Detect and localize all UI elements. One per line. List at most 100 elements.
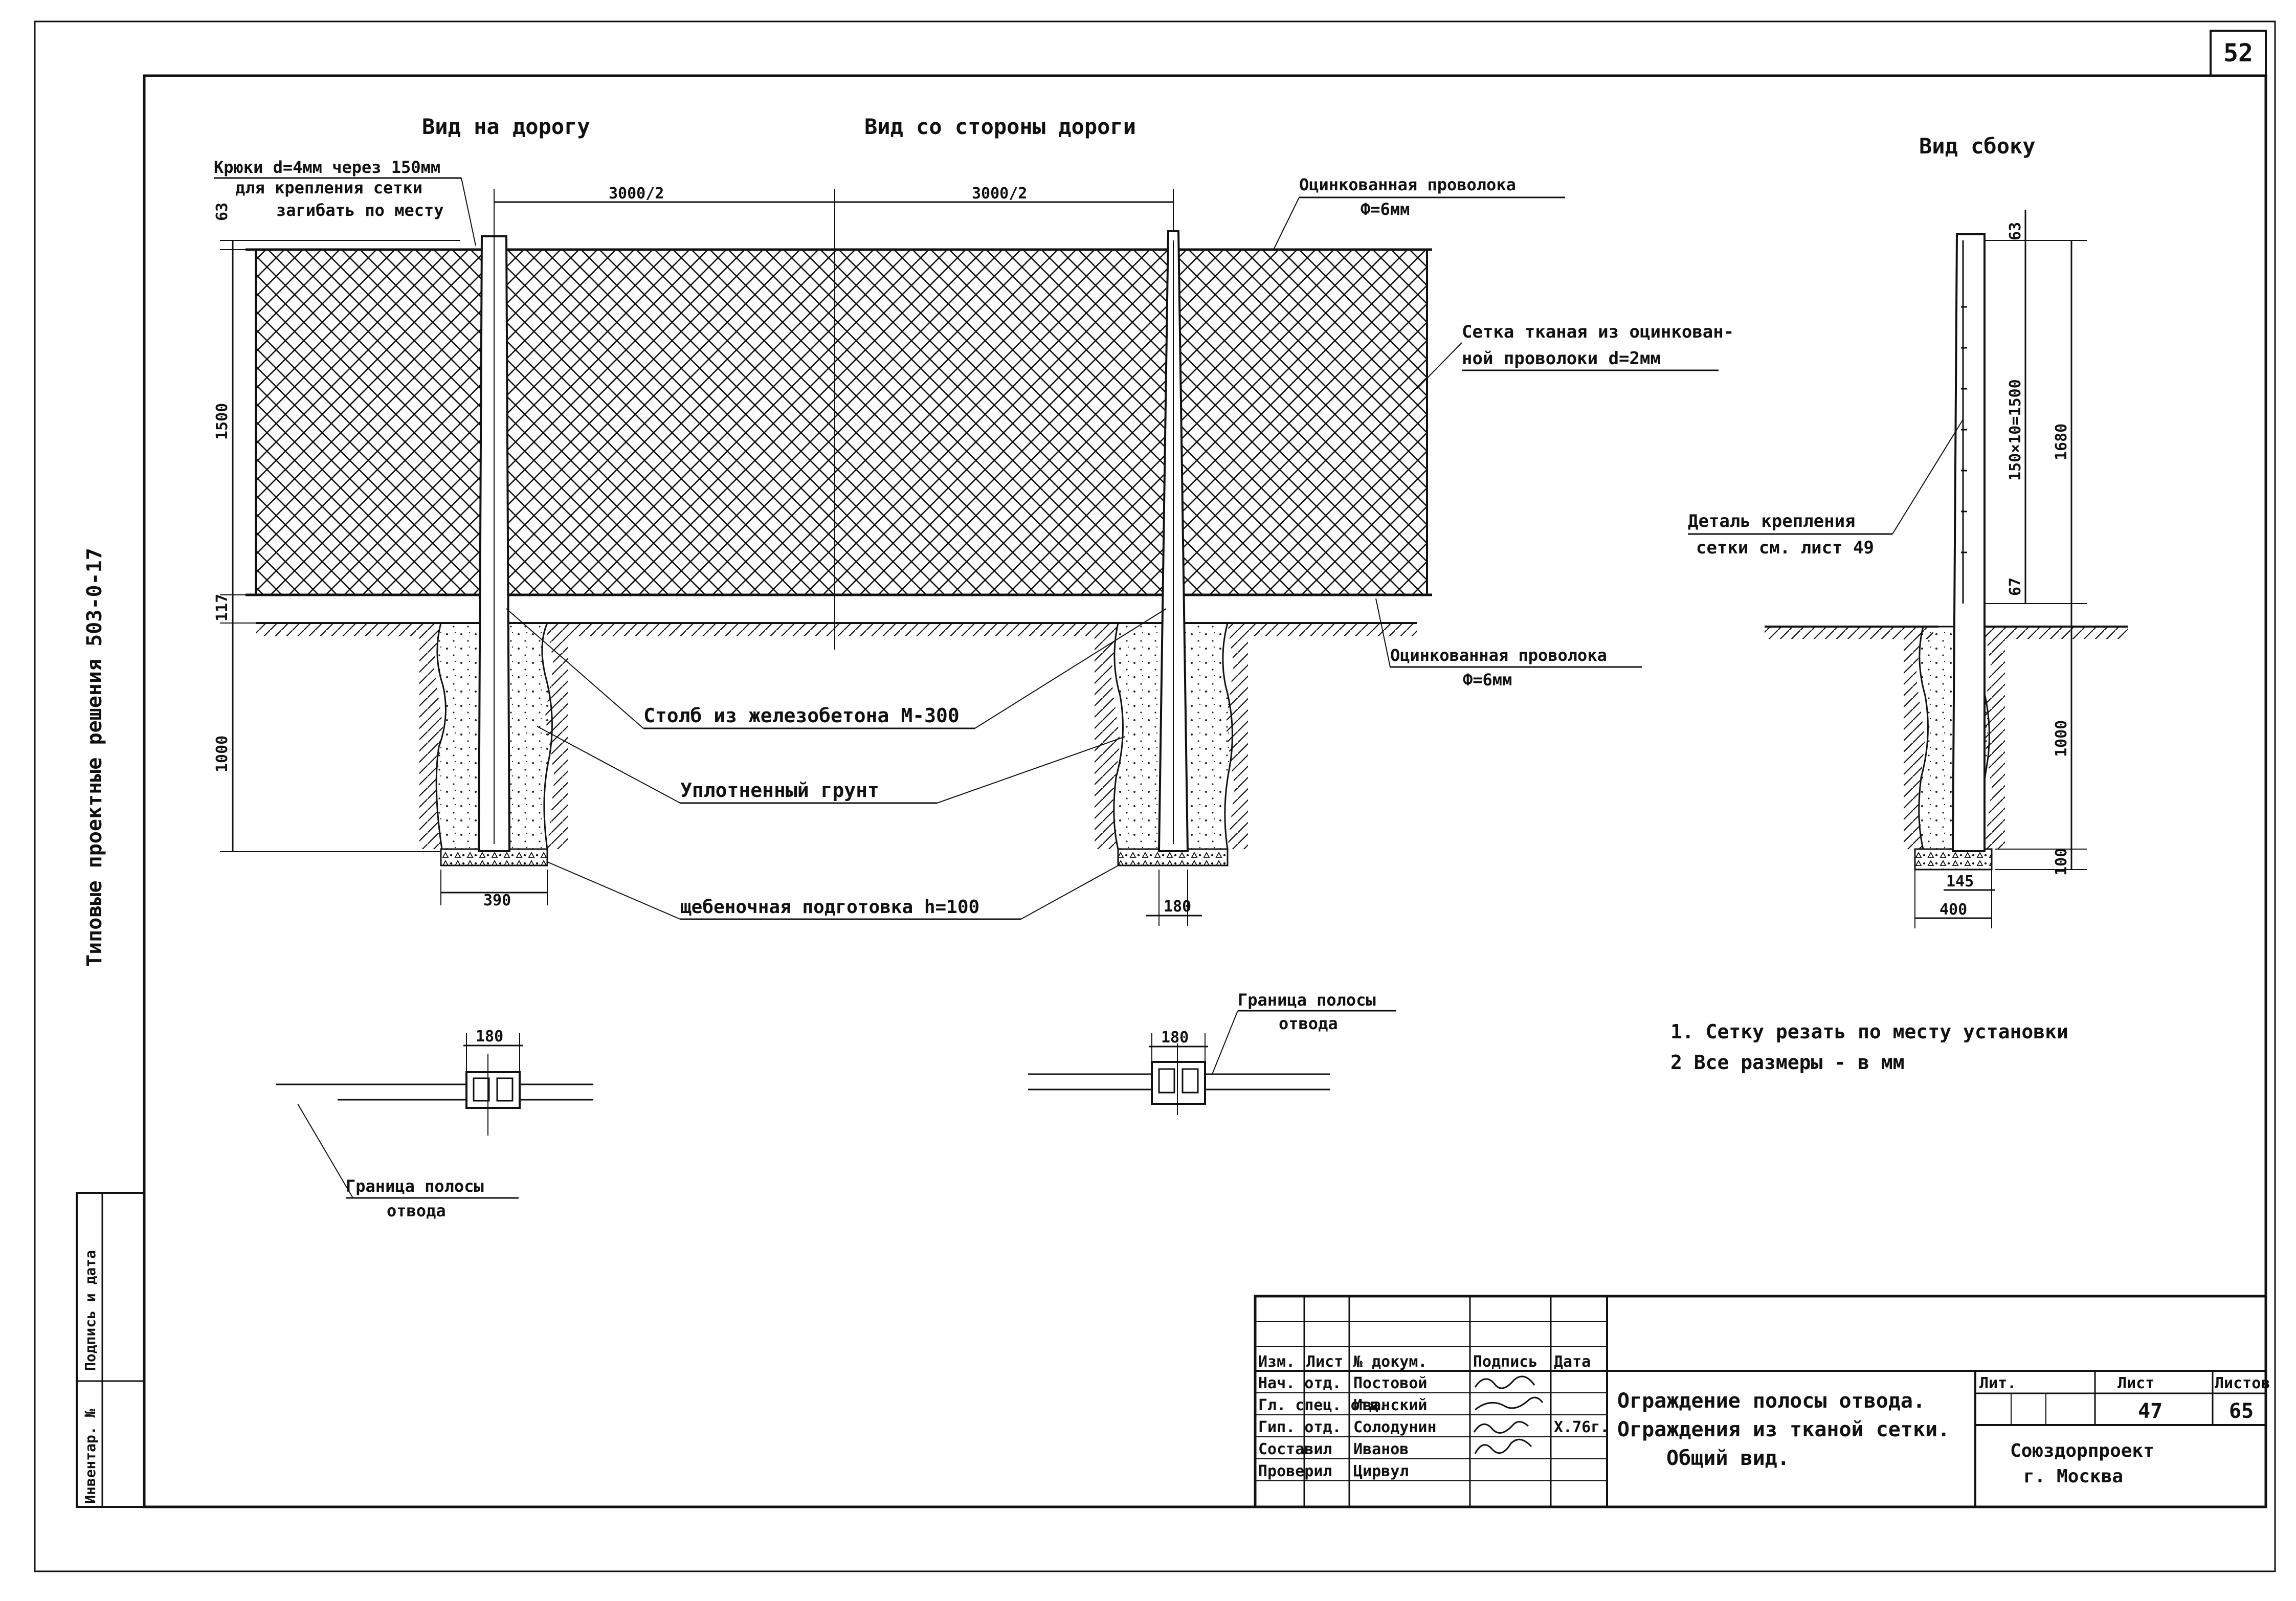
title-block-rows: Нач. отд. Постовой Гл. спец. отд. Иванск…	[1258, 1374, 1609, 1480]
side-stamp: Типовые проектные решения 503-0-17 Инвен…	[76, 548, 145, 1508]
boundary-right-callout: Граница полосы отвода	[1238, 990, 1396, 1033]
svg-text:Оцинкованная проволока: Оцинкованная проволока	[1299, 175, 1516, 194]
plan-view-left: 180	[276, 1028, 593, 1198]
svg-text:Столб из железобетона М-300: Столб из железобетона М-300	[643, 704, 960, 727]
sheets-value: 65	[2229, 1399, 2254, 1423]
dim-span-right: 3000/2	[972, 185, 1027, 203]
svg-text:Ограждение полосы отвода.: Ограждение полосы отвода.	[1617, 1389, 1925, 1413]
stamp-signature: Подпись и дата	[82, 1250, 99, 1371]
note-2: 2 Все размеры - в мм	[1670, 1051, 1905, 1074]
dim-side-bottom-gap: 67	[2007, 577, 2024, 596]
dim-side-pitch: 150×10=1500	[2007, 379, 2024, 481]
svg-text:Ф=6мм: Ф=6мм	[1463, 670, 1512, 690]
svg-text:Изм.: Изм.	[1258, 1353, 1295, 1371]
svg-text:Составил: Составил	[1258, 1440, 1332, 1458]
gravel-callout: щебеночная подготовка h=100	[547, 861, 1121, 920]
fence-side-view	[1765, 233, 2128, 871]
svg-text:Цирвул: Цирвул	[1353, 1462, 1409, 1480]
soil-callout: Уплотненный грунт	[537, 726, 1126, 804]
note-1: 1. Сетку резать по месту установки	[1670, 1020, 2068, 1043]
svg-text:отвода: отвода	[1279, 1014, 1338, 1033]
svg-text:X.76г.: X.76г.	[1554, 1418, 1609, 1436]
svg-text:Деталь крепления: Деталь крепления	[1688, 511, 1856, 531]
svg-text:Сетка тканая из оцинкован-: Сетка тканая из оцинкован-	[1462, 322, 1734, 342]
mesh-callout: Сетка тканая из оцинкован- ной проволоки…	[1416, 322, 1734, 389]
svg-text:Нач. отд.: Нач. отд.	[1258, 1374, 1342, 1392]
svg-text:Общий вид.: Общий вид.	[1666, 1447, 1790, 1470]
title-block	[1254, 1295, 2267, 1508]
detail-callout: Деталь крепления сетки см. лист 49	[1688, 419, 1964, 558]
dim-post-width: 180	[1164, 898, 1191, 916]
wire-top-callout: Оцинкованная проволока Ф=6мм	[1273, 175, 1565, 250]
dim-side-top: 63	[2007, 222, 2024, 240]
svg-text:отвода: отвода	[387, 1201, 446, 1220]
drawing-title: Ограждение полосы отвода. Ограждения из …	[1617, 1389, 1950, 1470]
hooks-callout: Крюки d=4мм через 150мм для крепления се…	[214, 158, 476, 246]
from-road-title: Вид со стороны дороги	[864, 114, 1136, 139]
dim-plan-right: 180	[1161, 1029, 1189, 1047]
svg-text:№ докум.: № докум.	[1353, 1353, 1428, 1371]
svg-text:Дата: Дата	[1554, 1353, 1591, 1371]
dim-side-pit: 400	[1940, 901, 1967, 919]
dim-embed-depth: 1000	[213, 736, 231, 772]
svg-text:щебеночная подготовка h=100: щебеночная подготовка h=100	[680, 897, 979, 918]
dim-mesh-height: 1500	[213, 403, 231, 440]
dim-span-left: 3000/2	[609, 185, 664, 203]
series-label: Типовые проектные решения 503-0-17	[83, 548, 106, 967]
svg-text:Уплотненный грунт: Уплотненный грунт	[680, 779, 879, 802]
plan-view-right: 180	[1028, 1010, 1330, 1115]
svg-text:загибать по месту: загибать по месту	[276, 201, 444, 220]
sheet-value: 47	[2138, 1399, 2163, 1423]
sheet-info: Лит. Лист Листов 47 65	[1979, 1374, 2270, 1423]
svg-text:Постовой: Постовой	[1353, 1374, 1428, 1392]
signatures	[1473, 1375, 1544, 1454]
side-dimensions: 63 150×10=1500 1680 67 1000 100 145 400	[1914, 210, 2087, 928]
mesh-panel	[255, 249, 1428, 596]
side-hooks	[1961, 306, 1967, 553]
svg-text:Ограждения из тканой сетки.: Ограждения из тканой сетки.	[1617, 1418, 1950, 1441]
svg-text:Граница полосы: Граница полосы	[346, 1176, 484, 1196]
dim-top-gap: 63	[213, 203, 231, 221]
svg-text:для крепления сетки: для крепления сетки	[235, 178, 422, 197]
road-view-title: Вид на дорогу	[422, 114, 590, 139]
organization: Союздорпроект г. Москва	[2010, 1440, 2154, 1487]
dim-clearance: 117	[213, 594, 231, 621]
dim-side-gravel: 100	[2053, 848, 2070, 876]
sheet-frame	[34, 20, 2276, 1572]
svg-text:Крюки d=4мм через 150мм: Крюки d=4мм через 150мм	[214, 158, 440, 177]
notes: 1. Сетку резать по месту установки 2 Все…	[1670, 1020, 2068, 1074]
svg-text:Лит.: Лит.	[1979, 1374, 2016, 1392]
svg-text:Граница полосы: Граница полосы	[1238, 990, 1376, 1010]
svg-text:Оцинкованная проволока: Оцинкованная проволока	[1390, 646, 1607, 665]
post-callout: Столб из железобетона М-300	[506, 608, 1167, 729]
svg-text:Гип. отд.: Гип. отд.	[1258, 1418, 1342, 1436]
wire-bottom-callout: Оцинкованная проволока Ф=6мм	[1375, 598, 1642, 690]
dim-side-post: 145	[1946, 873, 1974, 891]
svg-text:Иванов: Иванов	[1353, 1440, 1409, 1458]
svg-text:г. Москва: г. Москва	[2023, 1466, 2123, 1487]
svg-text:Листов: Листов	[2215, 1374, 2270, 1392]
side-view-title: Вид сбоку	[1919, 134, 2036, 159]
dim-plan-left: 180	[476, 1028, 503, 1046]
dim-side-total: 1680	[2053, 424, 2070, 460]
side-post	[1951, 233, 1986, 852]
svg-text:Подпись: Подпись	[1473, 1353, 1537, 1371]
vertical-dimensions: 63 1500 117 1000	[213, 203, 460, 852]
fence-front-view	[246, 194, 1432, 866]
sheet-number: 52	[2223, 39, 2253, 68]
svg-text:Союздорпроект: Союздорпроект	[2010, 1440, 2154, 1461]
pit-dimensions: 390 180	[440, 870, 1202, 926]
dim-side-embed: 1000	[2053, 720, 2070, 757]
svg-text:Ф=6мм: Ф=6мм	[1361, 199, 1410, 219]
span-dimensions: 3000/2 3000/2	[494, 185, 1174, 240]
dim-pit-width: 390	[483, 892, 511, 909]
svg-text:Проверил: Проверил	[1258, 1462, 1332, 1480]
boundary-left-callout: Граница полосы отвода	[346, 1176, 519, 1220]
svg-text:Иванский: Иванский	[1353, 1396, 1428, 1414]
title-block-headers: Изм. Лист № докум. Подпись Дата	[1258, 1353, 1591, 1371]
svg-text:ной проволоки d=2мм: ной проволоки d=2мм	[1462, 348, 1661, 369]
svg-text:Лист: Лист	[2117, 1374, 2154, 1392]
svg-text:Солодунин: Солодунин	[1353, 1418, 1437, 1436]
svg-text:Гл. спец. отд.: Гл. спец. отд.	[1258, 1396, 1388, 1414]
